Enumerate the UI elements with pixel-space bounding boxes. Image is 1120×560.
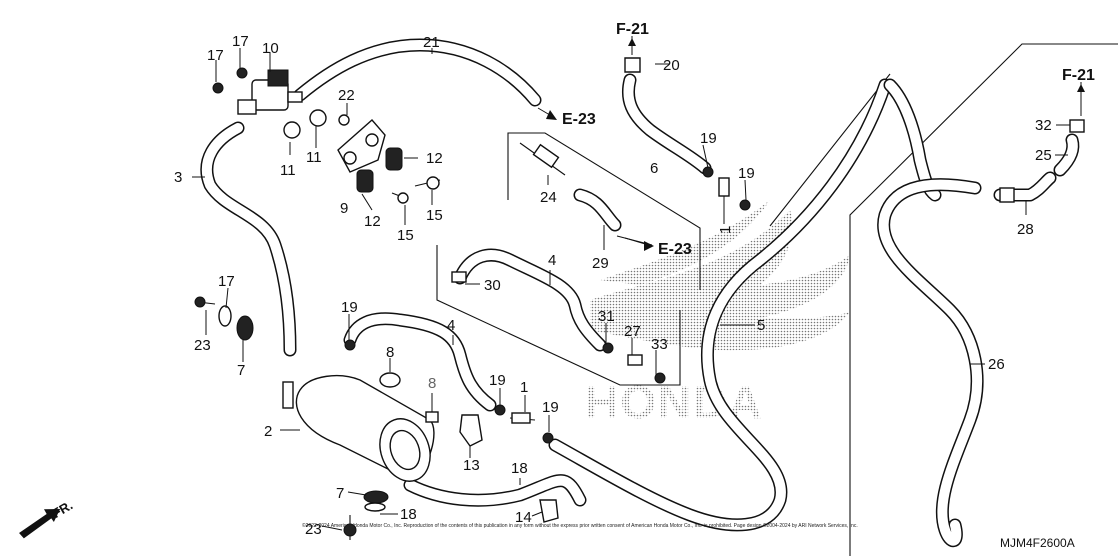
reference-labels: F-21 E-23 E-23 F-21 [562,21,1095,258]
callout-19c: 19 [341,299,358,316]
callout-32: 32 [1035,117,1052,134]
callout-7b: 7 [336,485,344,502]
callout-1b: 1 [520,379,528,396]
callout-23b: 23 [305,521,322,538]
callout-33: 33 [651,336,668,353]
callout-16: 17 [207,47,224,64]
callout-11b: 11 [306,149,322,166]
callout-8a: 8 [386,344,394,361]
callout-1a: 1 [717,226,734,234]
callout-16b: 17 [232,33,249,50]
callout-10: 10 [262,40,279,57]
callout-3: 3 [174,169,182,186]
callout-labels: 3 10 17 17 21 22 11 11 12 9 12 15 15 24 … [174,33,1052,538]
callout-31: 31 [598,308,615,325]
callout-2: 2 [264,423,272,440]
callout-18: 18 [511,460,528,477]
ref-e23-upper: E-23 [562,111,596,128]
callout-20: 20 [663,57,680,74]
callout-7a: 7 [237,362,245,379]
callout-17b: 18 [400,506,417,523]
callout-30: 30 [484,277,501,294]
callout-15b: 15 [426,207,443,224]
callout-8b: 8 [428,375,436,392]
callout-21: 21 [423,34,440,51]
callout-22: 22 [338,87,355,104]
callout-19d: 19 [489,372,506,389]
callout-11: 11 [280,162,296,179]
callout-12: 12 [426,150,443,167]
callout-19b: 19 [738,165,755,182]
callout-28: 28 [1017,221,1034,238]
diagram-code: MJM4F2600A [1000,536,1075,550]
callout-19a: 19 [700,130,717,147]
copyright-text: ©2022-2024 American Honda Motor Co., Inc… [302,522,858,529]
callout-19e: 19 [542,399,559,416]
callout-29: 29 [592,255,609,272]
callout-6: 6 [650,160,658,177]
callout-24: 24 [540,189,557,206]
callout-4a: 4 [548,252,556,269]
callout-9: 9 [340,200,348,217]
bracket [337,119,386,173]
callout-13: 13 [463,457,480,474]
section-divider [436,43,1118,556]
callout-23a: 23 [194,337,211,354]
solenoid-valve [237,69,303,115]
canister [282,375,439,482]
callout-15: 15 [397,227,414,244]
front-direction-marker: FR. [19,497,75,539]
callout-4b: 4 [447,317,455,334]
small-parts [194,57,1085,540]
ref-f21-left: F-21 [616,21,649,38]
callout-27: 27 [624,323,641,340]
callout-25: 25 [1035,147,1052,164]
leader-lines [192,36,1085,531]
ref-f21-right: F-21 [1062,67,1095,84]
hoses [200,38,1080,548]
ref-e23-lower: E-23 [658,241,692,258]
callout-17a: 17 [218,273,235,290]
callout-12b: 12 [364,213,381,230]
callout-14: 14 [515,509,532,526]
callout-26: 26 [988,356,1005,373]
callout-5: 5 [757,317,765,334]
